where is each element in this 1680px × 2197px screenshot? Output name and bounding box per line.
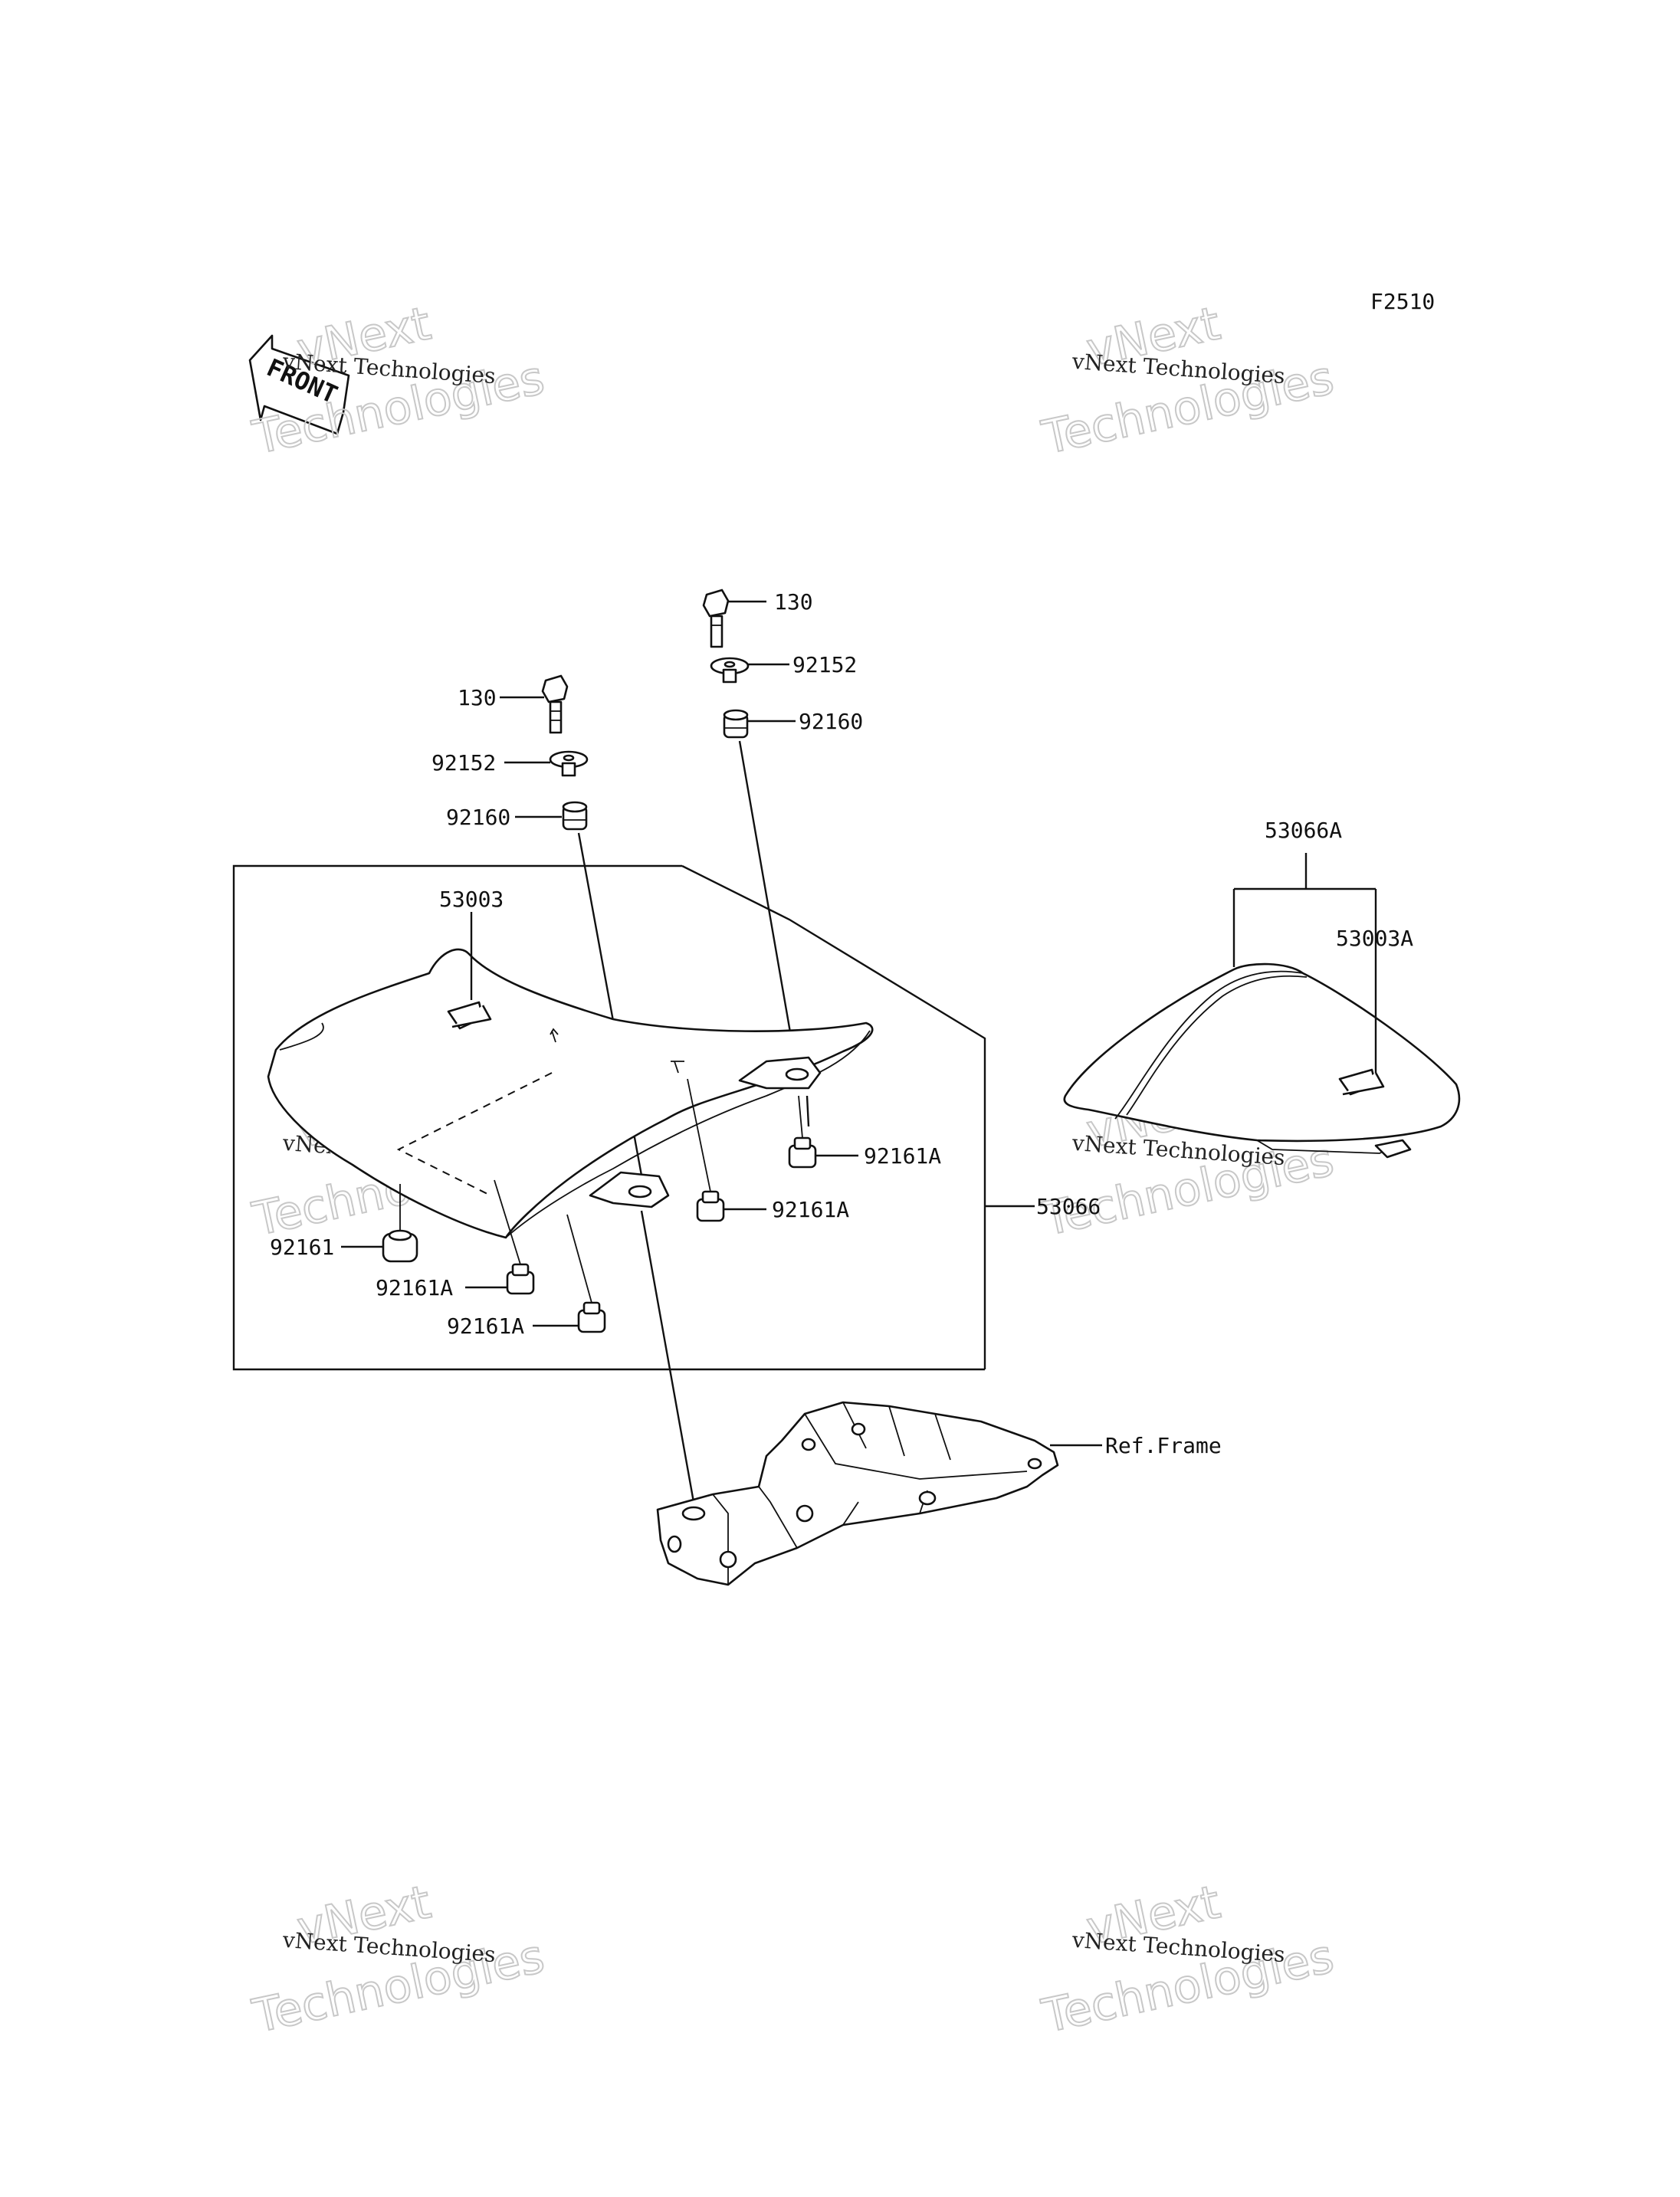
leader-rear-seat-assy — [1232, 853, 1377, 1073]
label-damper-a: 92161A — [864, 1143, 941, 1169]
label-seat-assy: 53066 — [1036, 1194, 1101, 1219]
front-seat-icon — [267, 948, 874, 1239]
grommet-left-icon — [562, 801, 588, 831]
bolt-left-icon — [541, 674, 569, 734]
label-frame-ref: Ref.Frame — [1105, 1433, 1222, 1458]
damper-icon — [788, 1136, 817, 1169]
damper-icon — [506, 1263, 535, 1295]
bolt-right-icon — [702, 589, 730, 648]
figure-code: F2510 — [1370, 289, 1435, 314]
label-washer-left: 92152 — [431, 750, 496, 776]
seat-assembly-box — [232, 864, 986, 1371]
washer-right-icon — [710, 657, 750, 684]
rear-seat-icon — [1063, 962, 1461, 1159]
frame-icon — [656, 1401, 1059, 1586]
label-damper-c: 92161 — [270, 1235, 334, 1260]
label-grommet-left: 92160 — [446, 805, 510, 830]
damper-line — [687, 1078, 711, 1192]
label-bolt-left: 130 — [458, 685, 497, 710]
fastener-line-right-lower — [806, 1095, 810, 1127]
label-damper-e: 92161A — [447, 1313, 524, 1339]
label-bolt-right: 130 — [774, 589, 813, 615]
damper-icon — [577, 1301, 606, 1333]
grommet-right-icon — [723, 709, 749, 739]
label-grommet-right: 92160 — [799, 709, 863, 734]
damper-line — [566, 1214, 592, 1303]
fastener-line-left-lower — [640, 1210, 695, 1503]
label-damper-b: 92161A — [772, 1197, 849, 1222]
washer-left-icon — [549, 750, 589, 777]
damper-line — [494, 1179, 521, 1265]
label-seat-cover-rear: 53003A — [1336, 926, 1413, 951]
label-washer-right: 92152 — [792, 652, 857, 677]
damper-icon — [696, 1190, 725, 1222]
label-damper-d: 92161A — [376, 1275, 453, 1300]
fastener-line-right — [738, 740, 795, 1051]
damper-line — [798, 1095, 803, 1139]
label-seat-cover-front: 53003 — [439, 887, 504, 912]
label-rear-seat-assy: 53066A — [1265, 818, 1342, 843]
damper-icon — [382, 1229, 418, 1263]
